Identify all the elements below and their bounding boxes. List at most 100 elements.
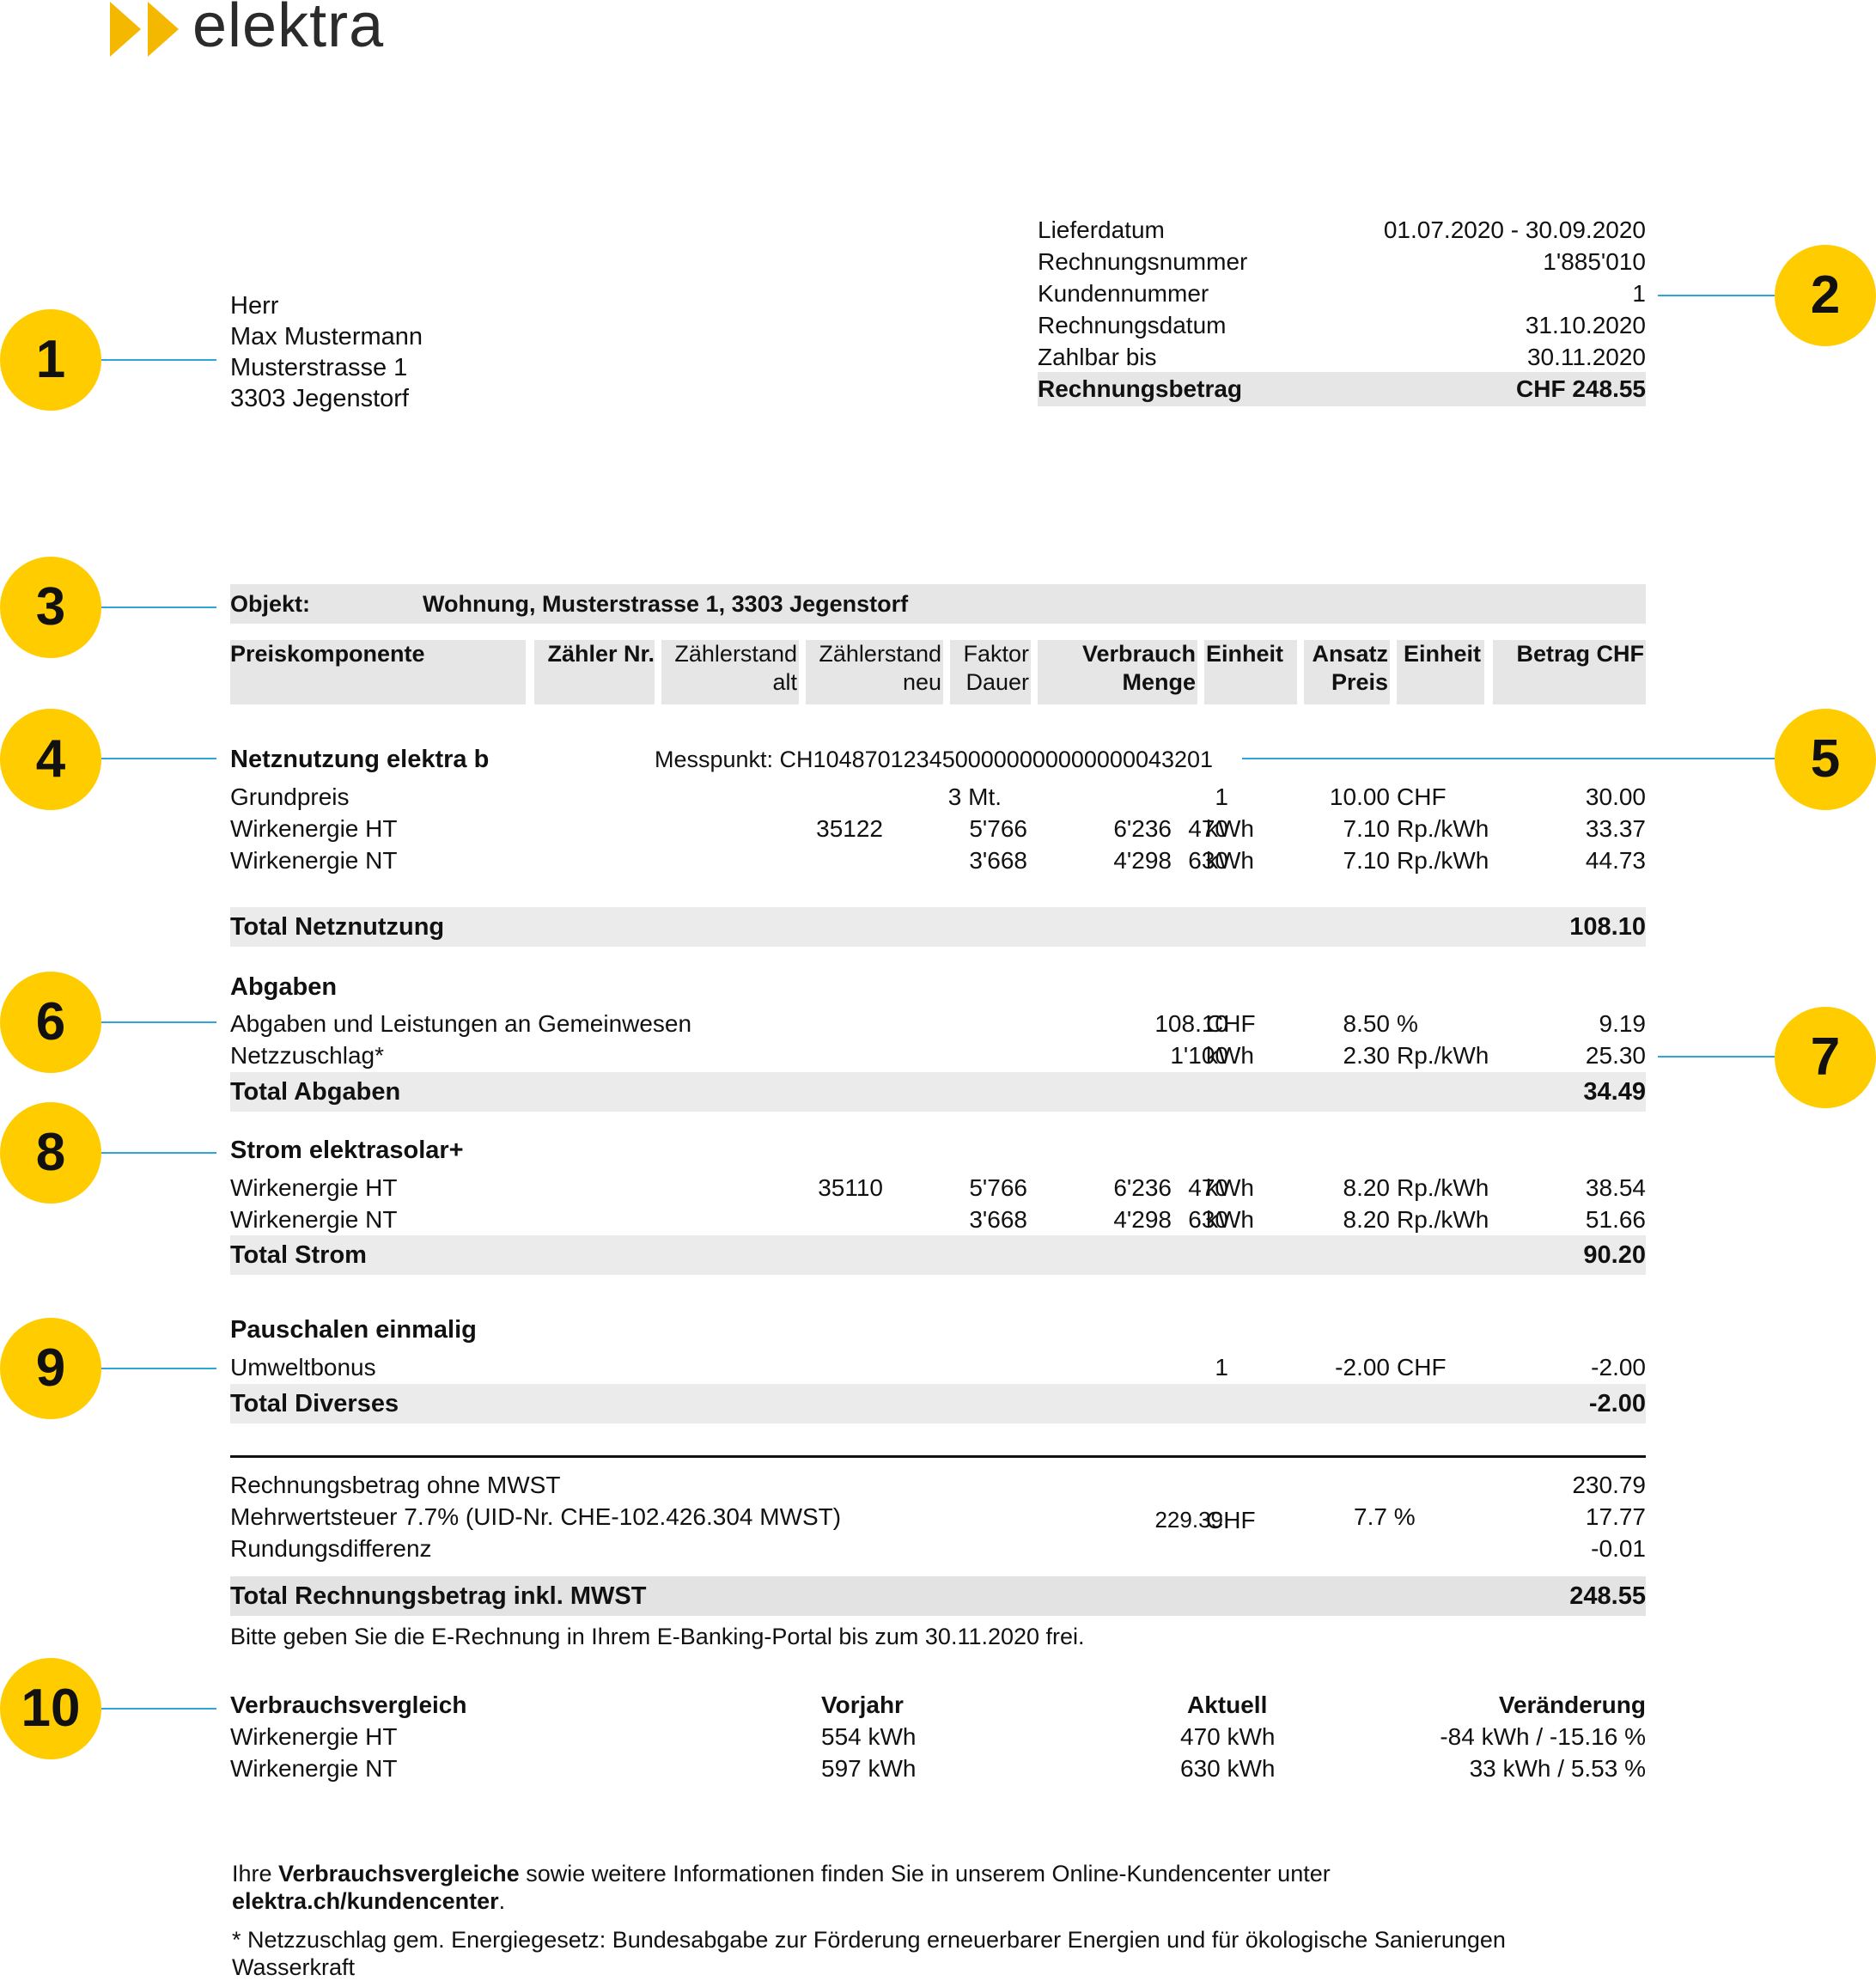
cell-betrag: -2.00 [1591, 1354, 1646, 1381]
cell-zaehler: 35122 [816, 815, 883, 842]
col-header-zaehlerstand-neu: Zählerstand neu [806, 640, 943, 704]
comparison-vorjahr: 554 kWh [821, 1723, 917, 1750]
total-value: 90.20 [1583, 1241, 1646, 1269]
cell-alt: 3'668 [969, 1206, 1027, 1233]
elektra-logo: elektra [110, 0, 419, 60]
section-title-netznutzung: Netznutzung elektra b [230, 746, 490, 773]
cell-einheit2: Rp./kWh [1397, 1174, 1489, 1201]
summary-divider [230, 1455, 1646, 1458]
meta-value: 01.07.2020 - 30.09.2020 [1383, 216, 1646, 243]
cell-menge: 108.10 [1154, 1010, 1228, 1037]
recipient-address: Herr Max Mustermann Musterstrasse 1 3303… [230, 290, 423, 414]
cell-preis: 7.10 [1343, 815, 1391, 842]
comparison-row: Wirkenergie HT 554 kWh 470 kWh -84 kWh /… [230, 1721, 1646, 1752]
col-header-einheit: Einheit [1397, 640, 1484, 704]
cell-preis: 2.30 [1343, 1042, 1391, 1069]
address-street: Musterstrasse 1 [230, 354, 408, 381]
object-label: Objekt: [230, 591, 311, 617]
address-city: 3303 Jegenstorf [230, 385, 409, 412]
cell-einheit2: Rp./kWh [1397, 847, 1489, 874]
comparison-aktuell: 470 kWh [1180, 1723, 1276, 1750]
comparison-col-vorjahr: Vorjahr [821, 1691, 904, 1718]
comparison-col-veraenderung: Veränderung [1498, 1691, 1646, 1718]
meta-label: Zahlbar bis [1038, 344, 1157, 370]
badge-5: 5 [1775, 709, 1876, 810]
connector-line [101, 1021, 216, 1023]
summary-row: Rechnungsbetrag ohne MWST 230.79 [230, 1469, 1646, 1501]
badge-4: 4 [0, 709, 101, 810]
comparison-header: Verbrauchsvergleich Vorjahr Aktuell Verä… [230, 1689, 1646, 1721]
cell-preis: 8.20 [1343, 1206, 1391, 1233]
connector-line [101, 758, 216, 759]
total-label: Total Strom [230, 1241, 367, 1269]
cell-einheit: kWh [1206, 1042, 1254, 1069]
mwst-rate: 7.7 % [1354, 1503, 1416, 1530]
table-row: Wirkenergie NT 3'668 4'298 630 kWh 8.20 … [230, 1204, 1646, 1235]
table-row: Grundpreis 3 Mt. 1 10.00 CHF 30.00 [230, 781, 1646, 813]
cell-einheit2: % [1397, 1010, 1418, 1037]
badge-2: 2 [1775, 245, 1876, 346]
total-row-abgaben: Total Abgaben 34.49 [230, 1072, 1646, 1112]
summary-row: Mehrwertsteuer 7.7% (UID-Nr. CHE-102.426… [230, 1501, 1646, 1533]
comparison-col-label: Verbrauchsvergleich [230, 1691, 467, 1718]
grand-total-label: Total Rechnungsbetrag inkl. MWST [230, 1582, 647, 1610]
comparison-label: Wirkenergie NT [230, 1755, 398, 1782]
col-header-verbrauch-menge: Verbrauch Menge [1038, 640, 1197, 704]
col-header-betrag: Betrag CHF [1493, 640, 1646, 704]
table-row: Abgaben und Leistungen an Gemeinwesen 10… [230, 1008, 1646, 1039]
connector-line [1242, 758, 1775, 759]
cell-einheit2: CHF [1397, 1354, 1447, 1381]
meta-label: Lieferdatum [1038, 216, 1165, 243]
cell-betrag: 38.54 [1585, 1174, 1646, 1201]
section-title-pauschalen: Pauschalen einmalig [230, 1316, 477, 1344]
comparison-row: Wirkenergie NT 597 kWh 630 kWh 33 kWh / … [230, 1752, 1646, 1784]
comparison-aktuell: 630 kWh [1180, 1755, 1276, 1782]
grand-total-row: Total Rechnungsbetrag inkl. MWST 248.55 [230, 1576, 1646, 1616]
total-value: 108.10 [1569, 913, 1646, 941]
summary-value: 230.79 [1572, 1472, 1646, 1498]
total-value: 34.49 [1583, 1078, 1646, 1106]
total-label: Total Diverses [230, 1390, 399, 1417]
table-row: Netzzuschlag* 1'100 kWh 2.30 Rp./kWh 25.… [230, 1039, 1646, 1071]
badge-1: 1 [0, 309, 101, 411]
summary-label: Mehrwertsteuer 7.7% (UID-Nr. CHE-102.426… [230, 1503, 842, 1530]
meta-label: Kundennummer [1038, 280, 1209, 307]
cell-name: Wirkenergie NT [230, 847, 398, 874]
cell-einheit2: Rp./kWh [1397, 815, 1489, 842]
cell-betrag: 44.73 [1585, 847, 1646, 874]
object-value: Wohnung, Musterstrasse 1, 3303 Jegenstor… [423, 591, 909, 617]
cell-alt: 5'766 [969, 815, 1027, 842]
cell-betrag: 9.19 [1599, 1010, 1647, 1037]
kundencenter-link[interactable]: elektra.ch/kundencenter [232, 1888, 499, 1914]
address-salutation: Herr [230, 292, 279, 320]
footer-link-line: elektra.ch/kundencenter. [232, 1888, 506, 1914]
section-title-abgaben: Abgaben [230, 973, 338, 1001]
total-row-diverses: Total Diverses -2.00 [230, 1384, 1646, 1423]
summary-value: -0.01 [1591, 1535, 1646, 1562]
logo-text: elektra [192, 0, 385, 60]
cell-alt: 3'668 [969, 847, 1027, 874]
connector-line [101, 606, 216, 608]
footer-info-line: Ihre Verbrauchsvergleiche sowie weitere … [232, 1861, 1331, 1887]
cell-menge: 1 [1215, 783, 1228, 810]
cell-einheit: kWh [1206, 815, 1254, 842]
object-bar: Objekt: Wohnung, Musterstrasse 1, 3303 J… [230, 584, 1646, 624]
cell-neu: 4'298 [1113, 847, 1172, 874]
meta-label: Rechnungsbetrag [1038, 375, 1243, 402]
meta-value: 31.10.2020 [1525, 312, 1646, 338]
connector-line [101, 359, 216, 361]
mwst-basis: 229.39 [1154, 1507, 1223, 1533]
cell-betrag: 25.30 [1585, 1042, 1646, 1069]
cell-faktor: 3 Mt. [947, 783, 1002, 810]
cell-preis: 10.00 [1329, 783, 1390, 810]
col-header-faktor-dauer: Faktor Dauer [950, 640, 1031, 704]
connector-line [101, 1368, 216, 1369]
meta-value: CHF 248.55 [1516, 375, 1646, 402]
footnote-line: Wasserkraft [232, 1954, 356, 1980]
cell-neu: 6'236 [1113, 1174, 1172, 1201]
cell-menge: 1 [1215, 1354, 1228, 1381]
table-row: Wirkenergie HT 35122 5'766 6'236 470 kWh… [230, 813, 1646, 844]
footer-footnote: * Netzzuschlag gem. Energiegesetz: Bunde… [232, 1926, 1778, 1981]
cell-einheit: kWh [1206, 1174, 1254, 1201]
cell-preis: -2.00 [1335, 1354, 1390, 1381]
